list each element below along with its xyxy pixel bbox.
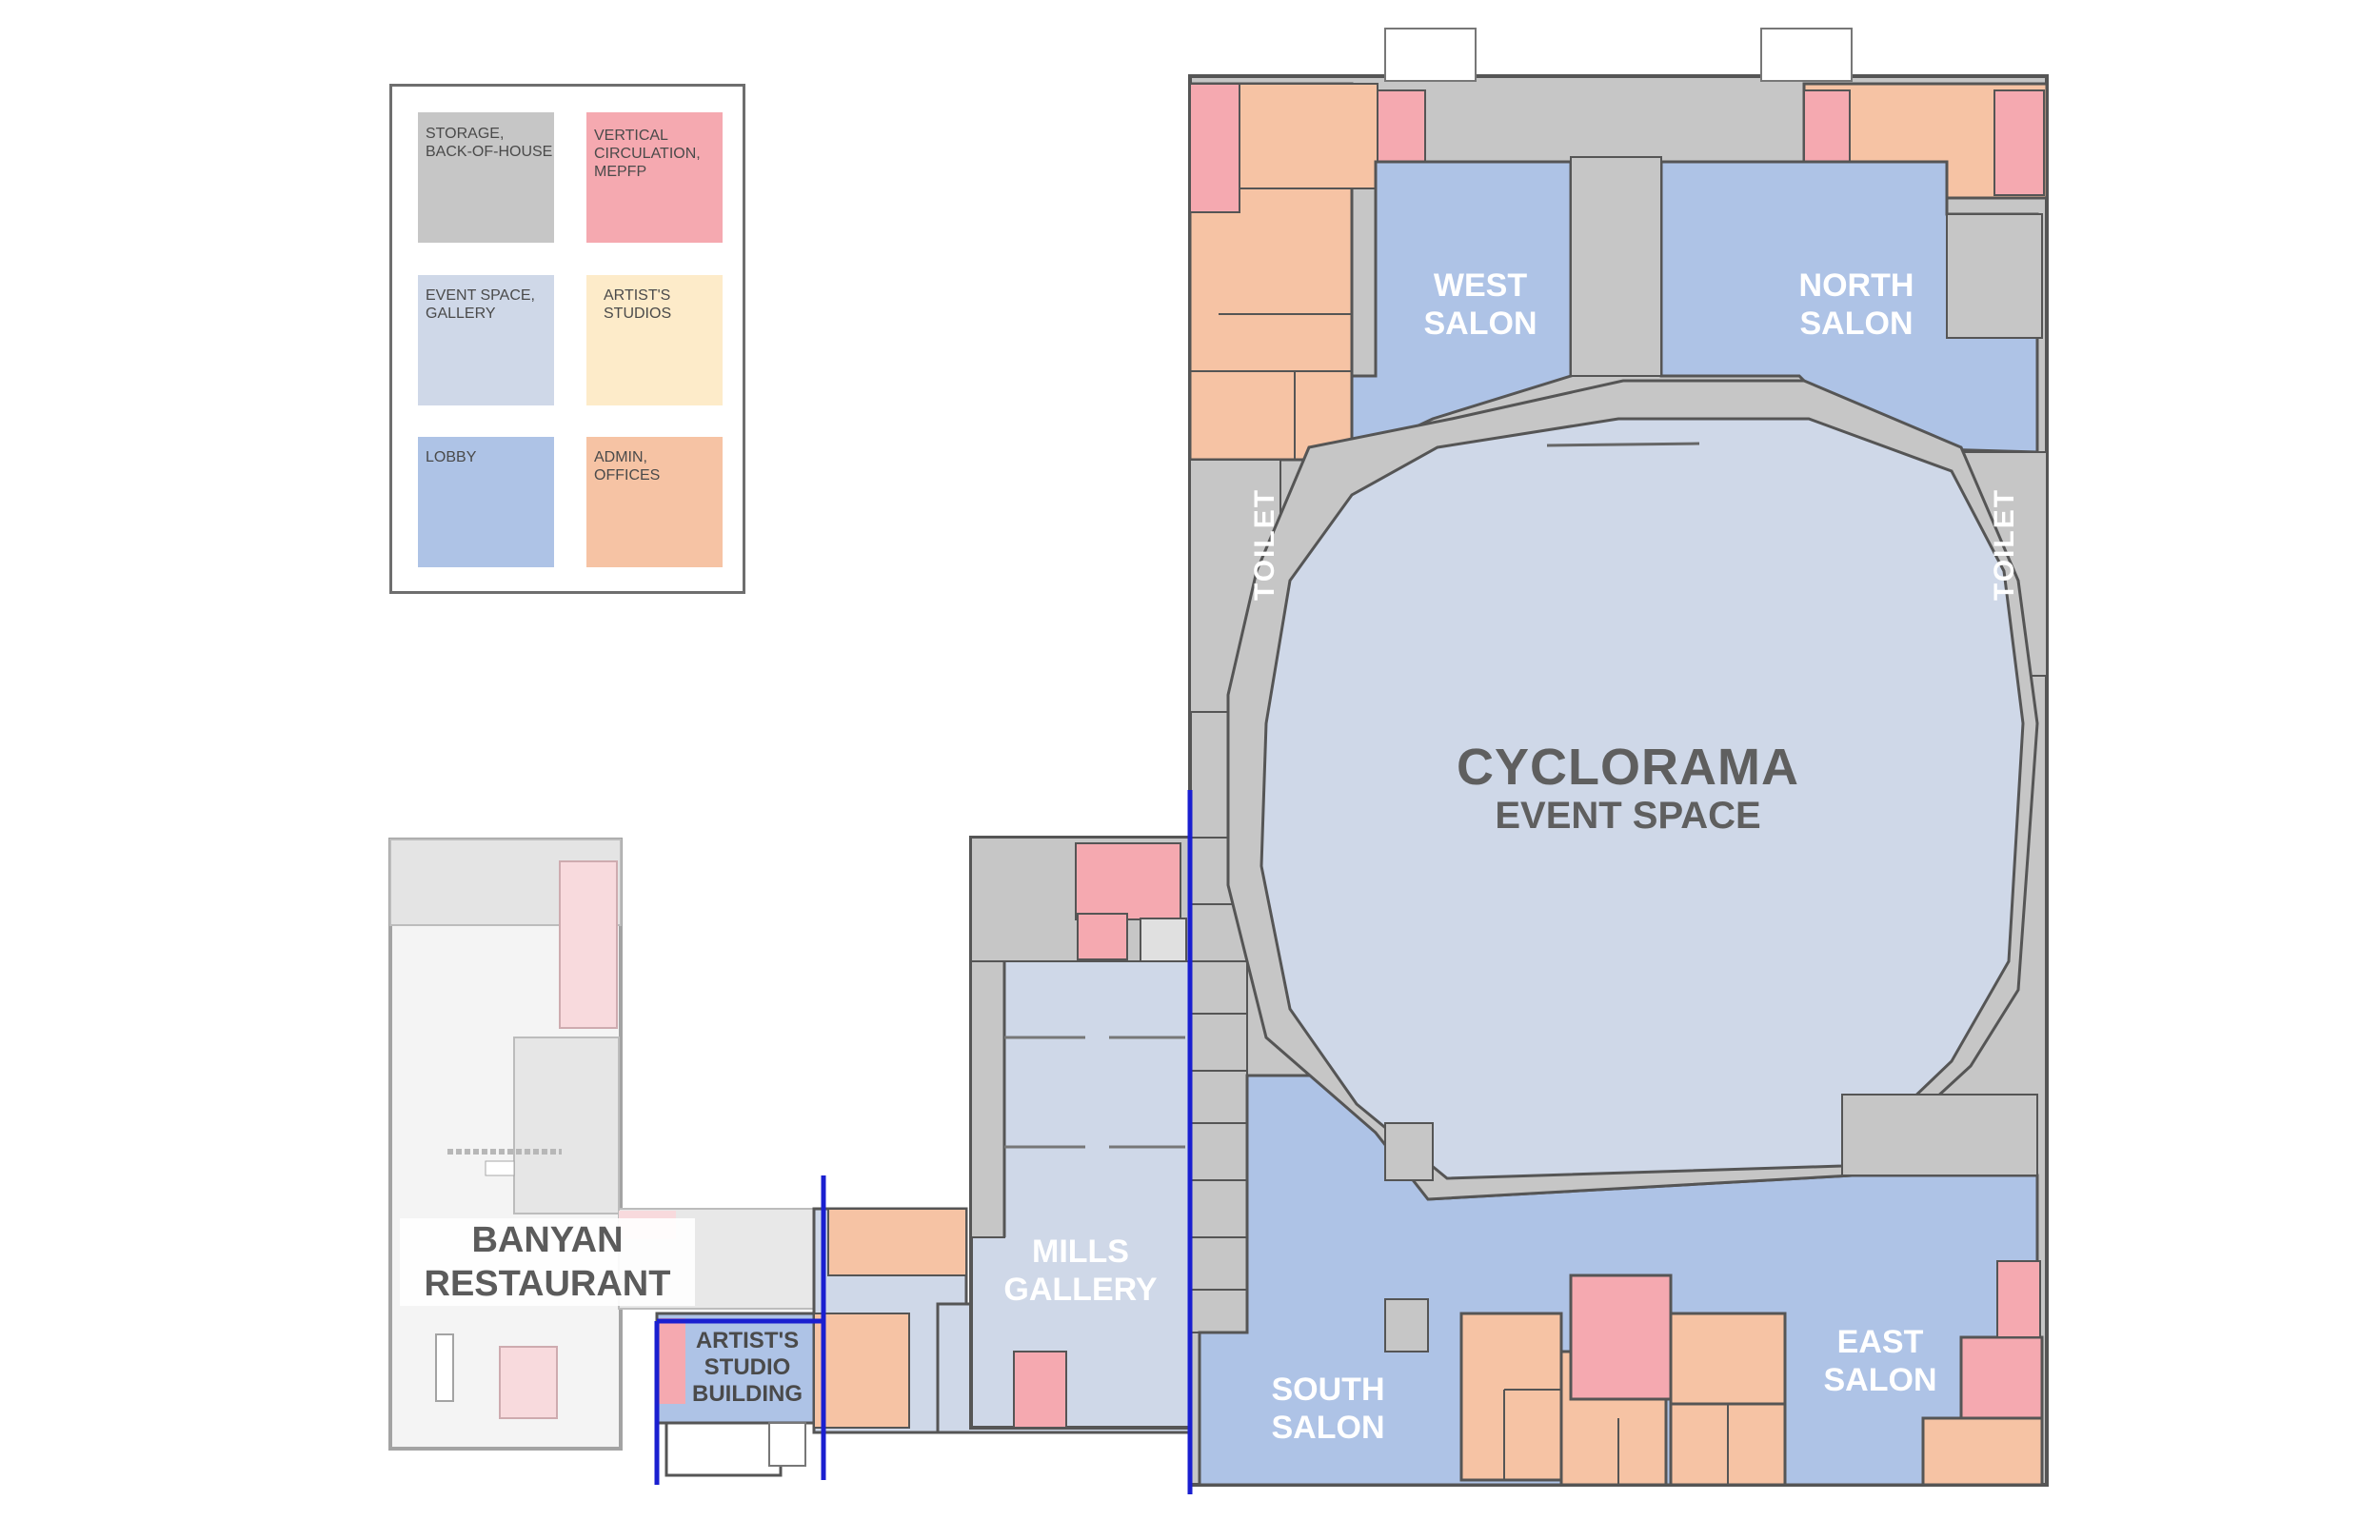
banyan-restaurant-label: BANYAN RESTAURANT xyxy=(400,1218,695,1306)
toilet-left-label: TOILET xyxy=(1249,487,1281,602)
legend-label-event: EVENT SPACE, GALLERY xyxy=(426,287,535,322)
cyclorama-subtitle: EVENT SPACE xyxy=(1495,795,1761,837)
legend: STORAGE, BACK-OF-HOUSE VERTICAL CIRCULAT… xyxy=(389,84,745,594)
cyclorama-title: CYCLORAMA xyxy=(1457,739,1799,796)
north-salon-label: NORTH SALON xyxy=(1798,267,1914,342)
legend-label-studios: ARTIST'S STUDIOS xyxy=(604,287,672,322)
legend-swatch-admin xyxy=(586,437,723,567)
artists-studio-building-label: ARTIST'S STUDIO BUILDING xyxy=(692,1328,803,1407)
legend-label-admin: ADMIN, OFFICES xyxy=(594,449,661,484)
legend-swatch-event xyxy=(418,275,554,405)
legend-swatch-lobby xyxy=(418,437,554,567)
legend-label-circulation: VERTICAL CIRCULATION, MEPFP xyxy=(594,128,701,180)
artists-studio-block xyxy=(655,1312,821,1477)
phase-boundary-lines xyxy=(654,790,1193,1494)
east-salon-label: EAST SALON xyxy=(1823,1324,1937,1398)
west-salon-label: WEST SALON xyxy=(1423,267,1537,342)
main-building xyxy=(1188,28,2049,1487)
legend-swatch-storage xyxy=(418,112,554,243)
toilet-right-label: TOILET xyxy=(1989,487,2021,602)
legend-swatch-studios xyxy=(586,275,723,405)
mills-gallery-block xyxy=(812,836,1192,1434)
south-salon-label: SOUTH SALON xyxy=(1271,1372,1385,1446)
mills-gallery-label: MILLS GALLERY xyxy=(1003,1234,1158,1308)
legend-label-storage: STORAGE, BACK-OF-HOUSE xyxy=(426,126,553,160)
legend-label-lobby: LOBBY xyxy=(426,449,477,465)
legend-swatch-circulation xyxy=(586,112,723,243)
